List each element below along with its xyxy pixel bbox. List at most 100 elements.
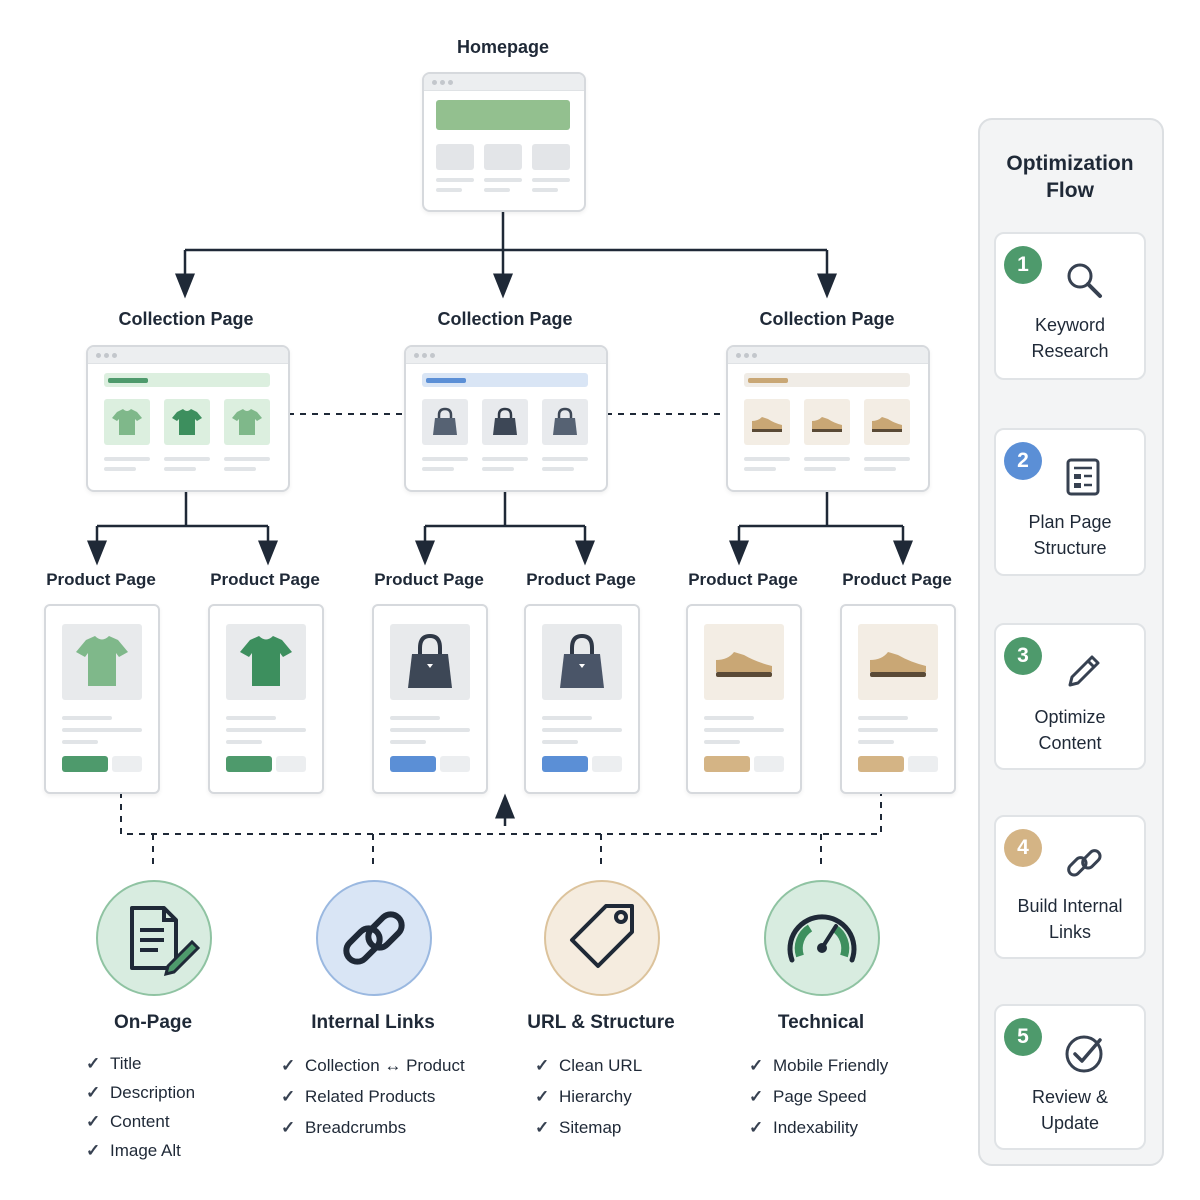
product-thumb	[164, 399, 210, 445]
flow-step-build-links[interactable]: 4 Build Internal Links	[994, 815, 1146, 959]
add-to-cart-button[interactable]	[390, 756, 436, 772]
step-number: 1	[1004, 246, 1042, 284]
text-line	[532, 188, 558, 192]
collection-page-window[interactable]	[86, 345, 290, 492]
shoe-icon	[716, 652, 772, 677]
checklist-text: Clean URL	[559, 1056, 643, 1075]
step-number: 3	[1004, 637, 1042, 675]
check-icon: ✓	[535, 1087, 550, 1106]
checklist-text: Related Products	[305, 1087, 436, 1106]
checklist-item: ✓Related Products	[281, 1081, 465, 1112]
link-icon	[343, 911, 405, 965]
product-page-card[interactable]	[686, 604, 802, 794]
checklist-text: Mobile Friendly	[773, 1056, 889, 1075]
collection-page-window[interactable]	[404, 345, 608, 492]
step-label: Keyword Research	[996, 312, 1144, 364]
check-icon: ✓	[281, 1056, 296, 1075]
text-line	[484, 178, 522, 182]
shoe-icon	[812, 417, 842, 432]
secondary-button[interactable]	[112, 756, 142, 772]
checklist-item: ✓Breadcrumbs	[281, 1112, 465, 1143]
collection-header-accent	[108, 378, 148, 383]
add-to-cart-button[interactable]	[62, 756, 108, 772]
add-to-cart-button[interactable]	[226, 756, 272, 772]
collection-header-accent	[426, 378, 466, 383]
technical-pillar	[764, 880, 880, 996]
flow-step-review-update[interactable]: 5 Review & Update	[994, 1004, 1146, 1150]
checklist-text: Collection ↔ Product	[305, 1056, 465, 1075]
checklist-item: ✓ Image Alt	[86, 1136, 195, 1165]
product-thumb	[804, 399, 850, 445]
text-line	[422, 457, 468, 461]
check-icon: ✓	[86, 1054, 101, 1073]
check-icon: ✓	[749, 1056, 764, 1075]
collection-page-window[interactable]	[726, 345, 930, 492]
secondary-button[interactable]	[440, 756, 470, 772]
text-line	[62, 740, 98, 744]
product-page-card[interactable]	[840, 604, 956, 794]
technical-checklist: ✓Mobile Friendly ✓Page Speed ✓Indexabili…	[749, 1050, 888, 1143]
pillar-title: Technical	[777, 1012, 865, 1033]
product-page-card[interactable]	[524, 604, 640, 794]
pillar-title: URL & Structure	[527, 1012, 675, 1033]
hero-banner	[436, 100, 570, 130]
flow-step-optimize-content[interactable]: 3 Optimize Content	[994, 623, 1146, 770]
check-icon: ✓	[86, 1141, 101, 1160]
text-line	[484, 188, 510, 192]
check-icon: ✓	[749, 1118, 764, 1137]
flow-step-keyword-research[interactable]: 1 Keyword Research	[994, 232, 1146, 380]
window-titlebar	[424, 74, 584, 91]
on-page-pillar	[96, 880, 212, 996]
add-to-cart-button[interactable]	[542, 756, 588, 772]
secondary-button[interactable]	[754, 756, 784, 772]
secondary-button[interactable]	[908, 756, 938, 772]
internal-links-pillar	[316, 880, 432, 996]
speedometer-icon	[787, 914, 857, 963]
text-line	[482, 457, 528, 461]
handbag-icon	[493, 407, 517, 435]
checklist-text: Sitemap	[559, 1118, 622, 1137]
text-line	[864, 457, 910, 461]
product-page-card[interactable]	[44, 604, 160, 794]
shoe-icon	[872, 417, 902, 432]
checklist-text: Image Alt	[110, 1141, 181, 1160]
window-titlebar	[728, 347, 928, 364]
text-line	[224, 467, 256, 471]
url-structure-pillar	[544, 880, 660, 996]
product-page-label: Product Page	[210, 570, 320, 589]
text-line	[744, 457, 790, 461]
text-line	[704, 740, 740, 744]
flow-title: Optimization Flow	[980, 150, 1160, 204]
step-label-line: Structure	[1033, 538, 1107, 558]
window-titlebar	[88, 347, 288, 364]
text-line	[62, 728, 142, 732]
product-page-card[interactable]	[372, 604, 488, 794]
add-to-cart-button[interactable]	[704, 756, 750, 772]
secondary-button[interactable]	[276, 756, 306, 772]
step-label: Plan Page Structure	[996, 509, 1144, 561]
text-line	[858, 728, 938, 732]
text-line	[482, 467, 514, 471]
text-line	[104, 467, 136, 471]
handbag-icon	[560, 633, 604, 688]
homepage-window[interactable]	[422, 72, 586, 212]
text-line	[542, 740, 578, 744]
step-label-line: Optimize	[1034, 707, 1106, 727]
text-line	[226, 716, 276, 720]
text-line	[858, 716, 908, 720]
text-line	[422, 467, 454, 471]
text-line	[804, 457, 850, 461]
checklist-text: Content	[110, 1112, 170, 1131]
handbag-icon	[433, 407, 457, 435]
step-number: 5	[1004, 1018, 1042, 1056]
secondary-button[interactable]	[592, 756, 622, 772]
product-page-card[interactable]	[208, 604, 324, 794]
step-label-line: Keyword	[1034, 315, 1106, 335]
checklist-item: ✓Description	[86, 1078, 195, 1107]
add-to-cart-button[interactable]	[858, 756, 904, 772]
flow-step-plan-structure[interactable]: 2 Plan Page Structure	[994, 428, 1146, 576]
step-number: 4	[1004, 829, 1042, 867]
collection-label: Collection Page	[118, 309, 254, 329]
product-page-label: Product Page	[374, 570, 484, 589]
flow-title-line: Optimization	[1006, 152, 1134, 175]
